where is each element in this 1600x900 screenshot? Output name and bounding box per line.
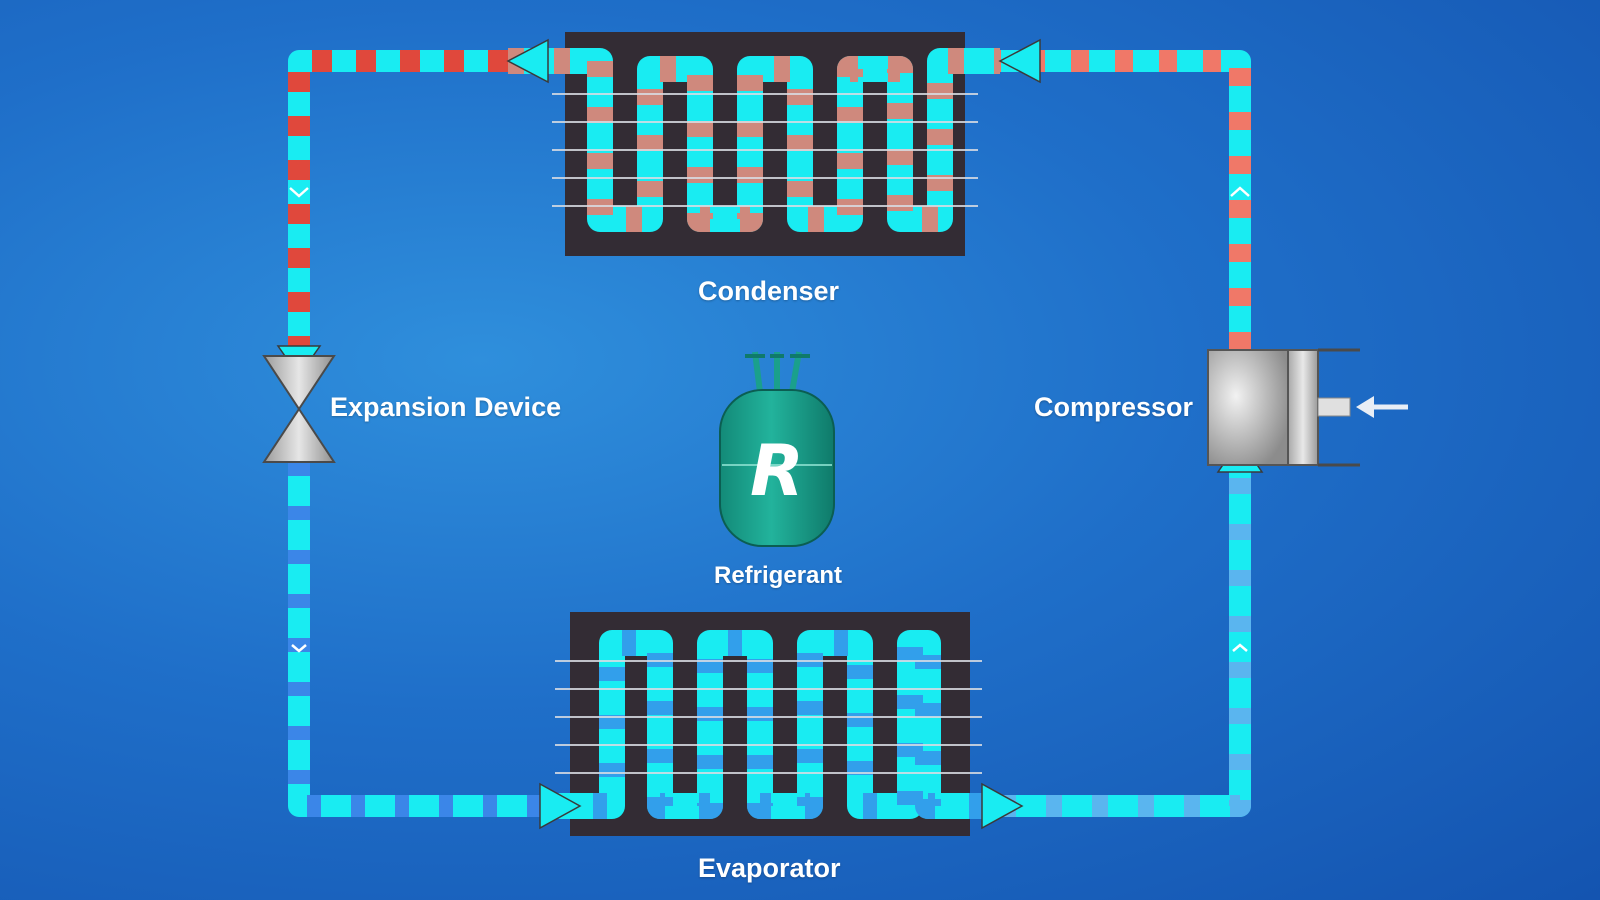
condenser-fins	[552, 93, 978, 207]
evaporator-coil	[545, 630, 1000, 819]
expansion-device-label: Expansion Device	[330, 392, 562, 422]
condenser-outlet-arrow	[506, 38, 549, 84]
hot-pipes	[288, 50, 1251, 350]
chevron-up-icon	[1232, 643, 1248, 652]
cold-pipes	[288, 462, 1251, 817]
condenser-outlet-pipe-hot	[288, 50, 508, 350]
compressor-label: Compressor	[1034, 392, 1194, 422]
refrigerant-tank-icon: R	[719, 351, 835, 547]
chevron-up-icon	[1230, 186, 1250, 197]
evaporator-unit	[545, 612, 1000, 836]
evaporator-label: Evaporator	[698, 853, 841, 883]
condenser-inlet-arrow	[998, 38, 1041, 84]
expansion-valve-icon	[262, 355, 336, 463]
compressor-suction-pipe	[1000, 470, 1251, 817]
evaporator-inlet-arrow	[539, 782, 582, 830]
condenser-unit	[508, 32, 1000, 256]
chevron-down-icon	[289, 187, 309, 198]
direction-chevrons	[289, 186, 1250, 653]
evaporator-fins	[555, 660, 982, 774]
condenser-coil-hot	[508, 48, 1000, 232]
refrigerant-label: Refrigerant	[714, 562, 843, 589]
compressor-discharge-pipe	[1000, 50, 1251, 350]
evaporator-inlet-pipe	[288, 462, 545, 817]
chevron-down-icon	[291, 644, 307, 653]
push-arrow-icon	[1356, 396, 1408, 418]
tank-letter: R	[750, 430, 804, 512]
compressor-discharge-pipe-hot	[1000, 50, 1251, 350]
condenser-outlet-pipe	[288, 50, 508, 350]
compressor-suction-pipe-cold	[1000, 470, 1251, 817]
evaporator-inlet-pipe-cold	[288, 462, 545, 817]
condenser-label: Condenser	[698, 276, 840, 306]
compressor-icon	[1207, 348, 1360, 467]
evaporator-outlet-arrow	[981, 782, 1024, 830]
